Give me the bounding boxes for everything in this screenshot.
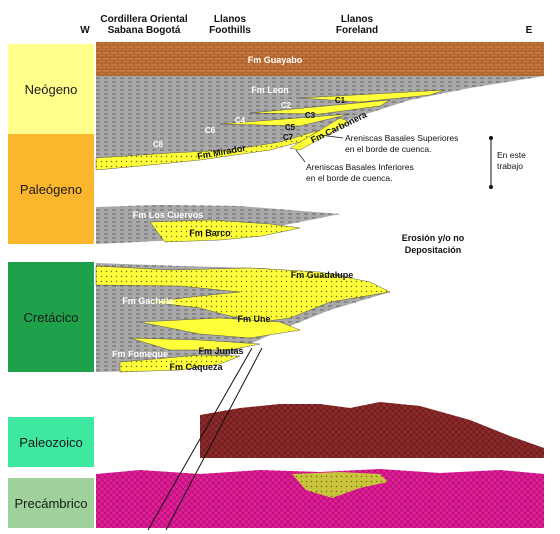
annotation-inf-line2: en el borde de cuenca. bbox=[306, 173, 392, 183]
trabajo-bracket bbox=[489, 136, 493, 189]
layer-carbonera-sands bbox=[219, 89, 446, 151]
label-c2: C2 bbox=[281, 101, 292, 110]
layer-paleozoic bbox=[96, 402, 544, 458]
annotation-inf-line1: Areniscas Basales Inferiores bbox=[306, 162, 414, 172]
layer-barco bbox=[149, 219, 301, 243]
label-c7: C7 bbox=[283, 133, 294, 142]
era-precambrico: Precámbrico bbox=[8, 478, 94, 528]
header-foreland-line2: Foreland bbox=[335, 25, 379, 36]
layer-mirador bbox=[95, 129, 321, 171]
era-neogeno: Neógeno bbox=[8, 44, 94, 134]
era-cretacico: Cretácico bbox=[8, 262, 94, 372]
basal-sand-pointers bbox=[295, 134, 344, 163]
layer-une bbox=[129, 317, 301, 351]
label-c6: C6 bbox=[205, 126, 216, 135]
layer-precambrian bbox=[96, 469, 544, 528]
header-foothills-line2: Foothills bbox=[209, 25, 251, 36]
label-c5: C5 bbox=[285, 123, 296, 132]
label-juntas: Fm Juntas bbox=[198, 346, 243, 356]
annotation-trabajo-line2: trabajo bbox=[497, 161, 523, 171]
annotation-erosion-line1: Erosión y/o no bbox=[402, 233, 465, 243]
label-guadalupe: Fm Guadalupe bbox=[291, 270, 354, 280]
layer-caqueza bbox=[119, 354, 241, 373]
label-gacheta: Fm Gacheta bbox=[122, 296, 175, 306]
label-leon: Fm Leon bbox=[251, 85, 289, 95]
layer-guayabo bbox=[96, 42, 544, 76]
annotation-trabajo-line1: En este bbox=[497, 150, 526, 160]
header-cordillera-line2: Sabana Bogotá bbox=[107, 25, 181, 36]
label-guayabo: Fm Guayabo bbox=[248, 55, 303, 65]
header-foothills: Llanos Foothills bbox=[198, 14, 262, 36]
header-foreland: Llanos Foreland bbox=[320, 14, 394, 36]
east-label: E bbox=[525, 25, 533, 36]
header-cordillera-line1: Cordillera Oriental bbox=[100, 14, 188, 25]
label-c1: C1 bbox=[335, 96, 346, 105]
label-los-cuervos: Fm Los Cuervos bbox=[133, 210, 204, 220]
fault-lines bbox=[147, 347, 263, 531]
label-c4: C4 bbox=[235, 116, 246, 125]
annotation-erosion-line2: Depositación bbox=[405, 245, 462, 255]
label-c8: C8 bbox=[153, 140, 164, 149]
era-paleogeno: Paleógeno bbox=[8, 134, 94, 244]
label-caqueza: Fm Cáqueza bbox=[169, 362, 223, 372]
era-paleozoico: Paleozoico bbox=[8, 417, 94, 467]
label-c3: C3 bbox=[305, 111, 316, 120]
label-une: Fm Une bbox=[237, 314, 270, 324]
label-mirador: Fm Mirador bbox=[196, 143, 246, 161]
label-fomeque: Fm Fomeque bbox=[112, 349, 168, 359]
label-barco: Fm Barco bbox=[189, 228, 231, 238]
annotation-sup-line2: en el borde de cuenca. bbox=[345, 144, 431, 154]
header-foreland-line1: Llanos bbox=[340, 14, 374, 25]
header-cordillera: Cordillera Oriental Sabana Bogotá bbox=[96, 14, 192, 36]
header-foothills-line1: Llanos bbox=[213, 14, 247, 25]
west-label: W bbox=[80, 25, 90, 36]
annotation-sup-line1: Areniscas Basales Superiores bbox=[345, 133, 458, 143]
